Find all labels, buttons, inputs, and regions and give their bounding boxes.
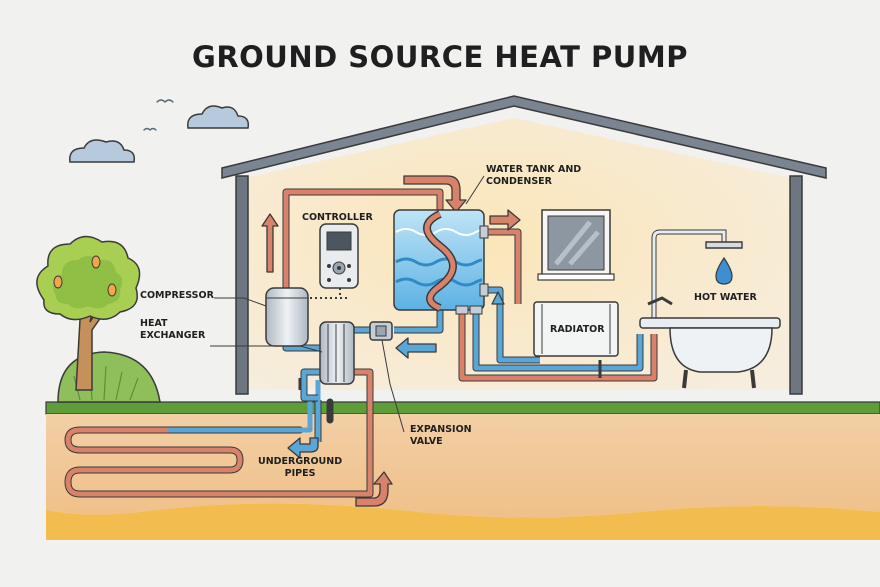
cloud-icon <box>69 139 136 163</box>
controller-label: CONTROLLER <box>302 212 373 223</box>
bathtub-icon <box>639 296 781 389</box>
compressor <box>265 287 350 347</box>
grass-strip <box>45 401 880 415</box>
arrow-down-left-icon <box>287 437 319 459</box>
bush-icon <box>57 351 161 403</box>
arrow-left-icon <box>395 337 437 359</box>
arrow-down-icon <box>403 175 467 213</box>
radiator <box>533 301 619 357</box>
underground-loop <box>64 374 374 498</box>
water-tank-label: WATER TANK AND CONDENSER <box>486 164 582 187</box>
heating-pipes <box>458 228 658 382</box>
cloud-icon <box>187 105 250 129</box>
arrow-right-icon <box>489 209 521 231</box>
heat-exchanger <box>319 321 355 385</box>
arrow-up-icon <box>261 213 279 273</box>
underground-pipes-label: UNDERGROUND PIPES <box>258 456 343 479</box>
radiator-label: RADIATOR <box>550 324 605 335</box>
hot-water-label: HOT WATER <box>694 292 757 303</box>
tree-icon <box>36 235 141 391</box>
controller-icon <box>319 223 359 289</box>
arrow-left-icon <box>491 291 505 305</box>
leader-lines <box>210 175 485 433</box>
birds-icon <box>143 99 174 131</box>
page-title: GROUND SOURCE HEAT PUMP <box>192 40 688 74</box>
flow-arrows <box>261 175 521 507</box>
window <box>537 209 615 281</box>
heat-exchanger-label: HEAT EXCHANGER <box>140 318 206 341</box>
water-tank <box>393 209 489 315</box>
expansion-valve-label: EXPANSION VALVE <box>410 424 472 447</box>
house-walls <box>221 95 827 395</box>
expansion-valve-icon <box>369 321 393 341</box>
shower-icon <box>651 229 743 318</box>
water-drop-icon <box>715 256 733 285</box>
compressor-label: COMPRESSOR <box>140 290 214 301</box>
soil-bottom-layer <box>46 503 880 540</box>
arrow-up-right-icon <box>355 471 393 507</box>
